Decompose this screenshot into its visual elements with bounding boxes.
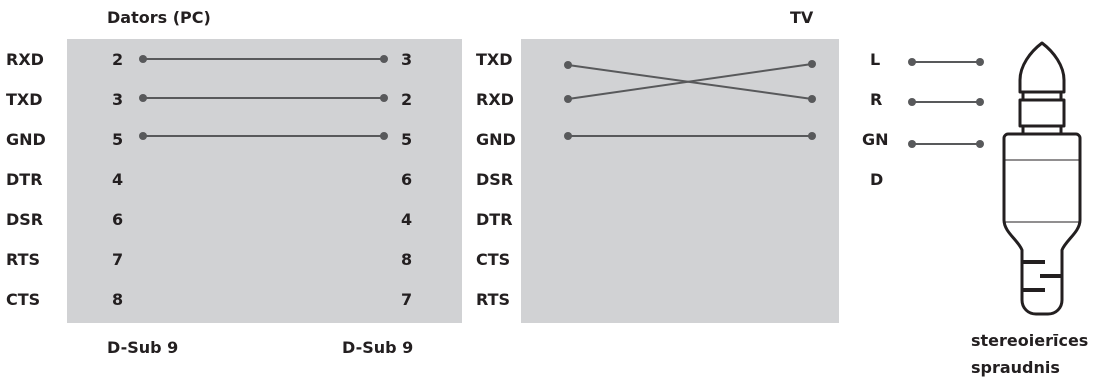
dsub-left-label: D-Sub 9 (107, 338, 179, 357)
pin-dot (380, 94, 388, 102)
pc-signal-label: TXD (6, 90, 43, 109)
tv-signal-label: DTR (476, 210, 513, 229)
tv-signal-label: CTS (476, 250, 511, 269)
pc-pin-right: 5 (401, 130, 413, 149)
wire-cross-2 (567, 63, 813, 100)
pin-dot (976, 58, 984, 66)
pc-signal-label: RXD (6, 50, 44, 69)
pin-dot (564, 95, 572, 103)
jack-label-d: D (870, 170, 884, 189)
pc-pin-left: 8 (112, 290, 124, 309)
pc-pin-right: 8 (401, 250, 413, 269)
pc-pin-left: 7 (112, 250, 124, 269)
jack-caption-line2: spraudnis (971, 358, 1060, 377)
tv-signal-label: TXD (476, 50, 513, 69)
pc-signal-label: CTS (6, 290, 41, 309)
pc-signal-label: RTS (6, 250, 41, 269)
pin-dot (808, 132, 816, 140)
dsub-right-label: D-Sub 9 (342, 338, 414, 357)
jack-label-r: R (870, 90, 883, 109)
jack-label-l: L (870, 50, 881, 69)
pc-pin-left: 5 (112, 130, 124, 149)
pin-dot (380, 55, 388, 63)
tv-signal-label: GND (476, 130, 516, 149)
pin-dot (808, 60, 816, 68)
tv-title: TV (790, 8, 814, 27)
pin-dot (380, 132, 388, 140)
pc-signal-label: DSR (6, 210, 44, 229)
pc-pin-left: 4 (112, 170, 124, 189)
pc-pin-right: 2 (401, 90, 413, 109)
pin-dot (808, 95, 816, 103)
pc-pin-right: 3 (401, 50, 413, 69)
jack-label-gn: GN (862, 130, 889, 149)
pc-pin-left: 6 (112, 210, 124, 229)
tv-cable-panel (521, 39, 839, 323)
pin-dot (908, 140, 916, 148)
pc-pin-left: 2 (112, 50, 124, 69)
tv-signal-label: DSR (476, 170, 514, 189)
pin-dot (139, 94, 147, 102)
pin-dot (139, 55, 147, 63)
jack-caption-line1: stereoierīces (971, 331, 1089, 350)
pc-title: Dators (PC) (107, 8, 211, 27)
pc-cable-panel (67, 39, 462, 323)
pc-pin-right: 6 (401, 170, 413, 189)
pc-signal-label: GND (6, 130, 46, 149)
pin-dot (908, 98, 916, 106)
tv-signal-label: RXD (476, 90, 514, 109)
pin-dot (908, 58, 916, 66)
pc-signal-label: DTR (6, 170, 43, 189)
pin-dot (976, 140, 984, 148)
tv-signal-label: RTS (476, 290, 511, 309)
pin-dot (564, 61, 572, 69)
pc-pin-right: 4 (401, 210, 413, 229)
pin-dot (976, 98, 984, 106)
pin-dot (564, 132, 572, 140)
pin-dot (139, 132, 147, 140)
pc-pin-left: 3 (112, 90, 124, 109)
pc-pin-right: 7 (401, 290, 413, 309)
stereo-jack-plug-icon (1002, 41, 1082, 316)
